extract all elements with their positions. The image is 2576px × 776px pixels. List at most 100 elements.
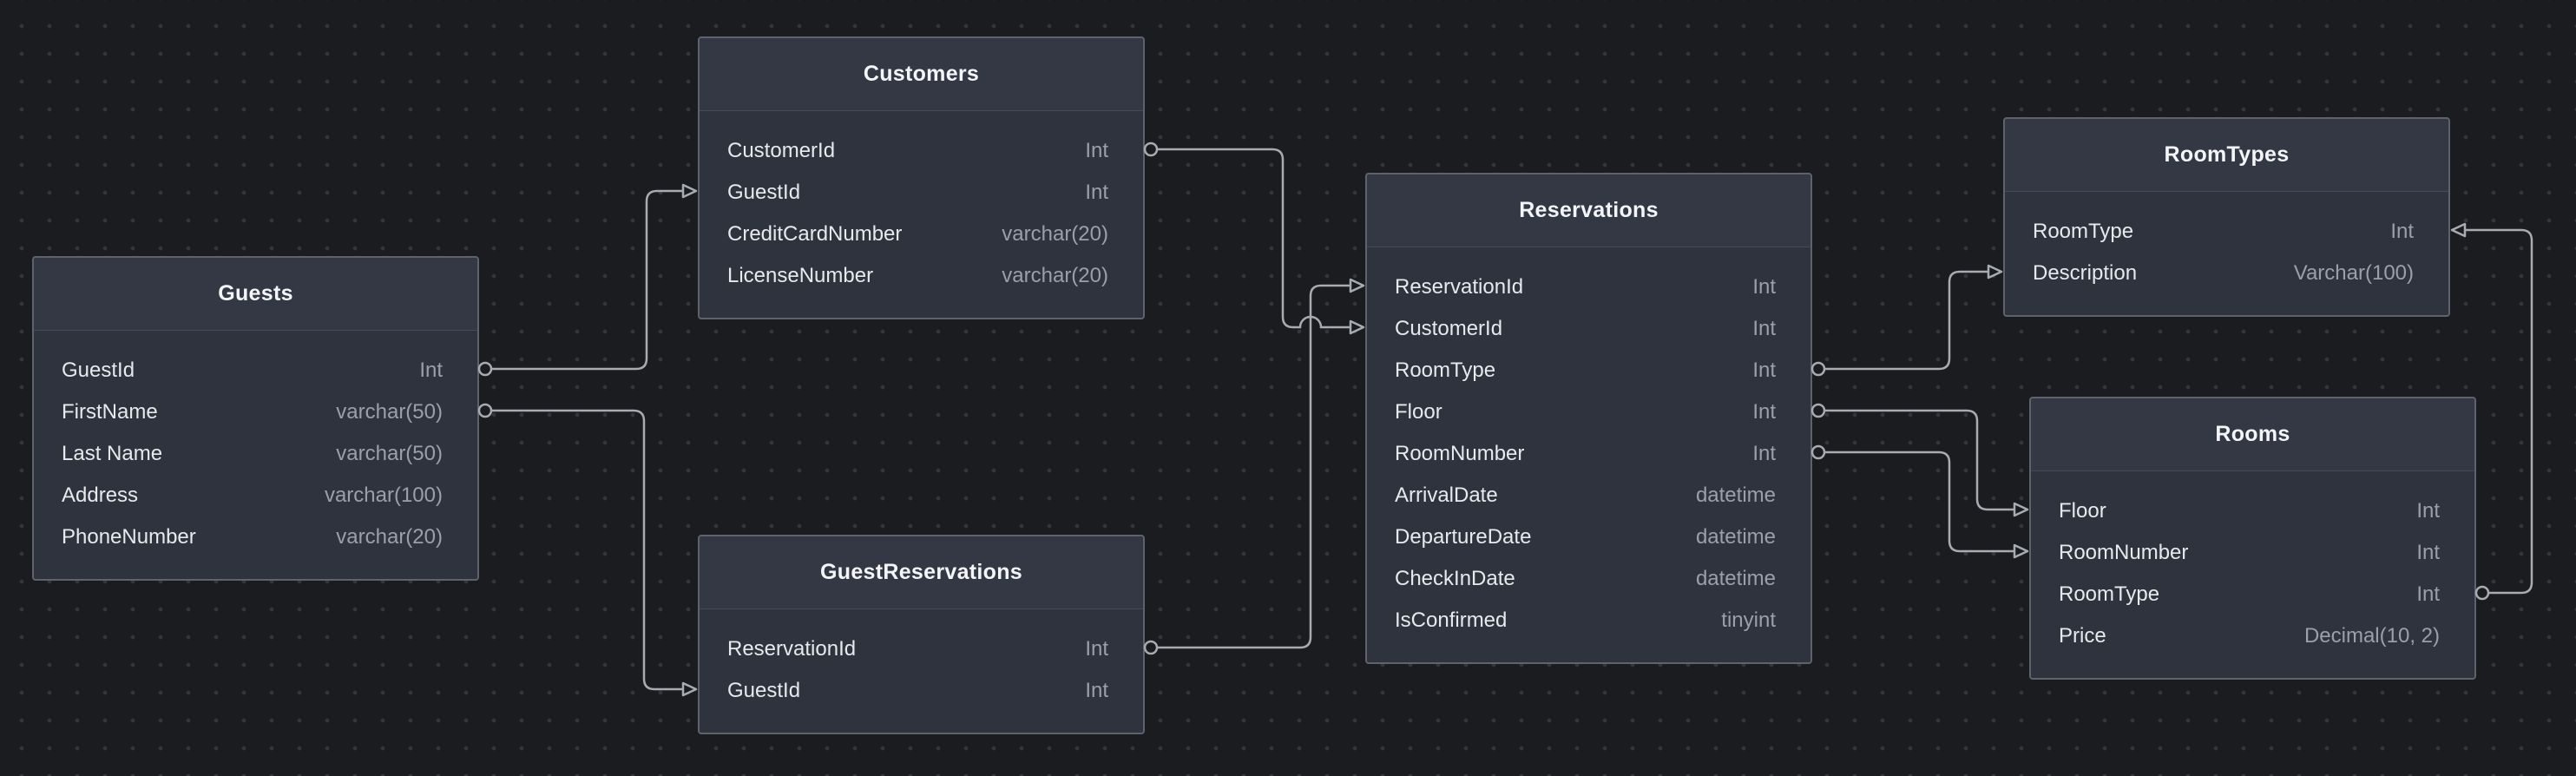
field-row-checkindate[interactable]: CheckInDate datetime [1367, 558, 1810, 600]
relationship-guests-guestreservations[interactable] [477, 403, 698, 697]
field-row-isconfirmed[interactable]: IsConfirmed tinyint [1367, 600, 1810, 641]
field-type: Varchar(100) [2293, 261, 2414, 285]
field-type: datetime [1695, 567, 1776, 590]
relationship-line[interactable] [1157, 148, 1350, 329]
relationship-line[interactable] [1824, 270, 1988, 371]
relationship-reservations-rooms-roomnumber[interactable] [1810, 444, 2029, 559]
field-row-lastname[interactable]: Last Name varchar(50) [34, 433, 477, 475]
field-type: varchar(50) [336, 400, 443, 424]
field-row-roomnumber[interactable]: RoomNumber Int [2031, 532, 2474, 574]
field-row-guestid[interactable]: GuestId Int [700, 172, 1143, 214]
field-name: FirstName [62, 400, 158, 424]
field-name: Address [62, 483, 139, 507]
field-type: Int [1752, 275, 1776, 299]
field-name: RoomType [2033, 220, 2134, 243]
table-rooms-header[interactable]: Rooms [2031, 398, 2474, 471]
table-guestreservations-header[interactable]: GuestReservations [700, 536, 1143, 609]
field-type: Decimal(10, 2) [2303, 624, 2440, 648]
table-guests-header[interactable]: Guests [34, 258, 477, 331]
field-row-licensenumber[interactable]: LicenseNumber varchar(20) [700, 255, 1143, 297]
field-row-roomtype[interactable]: RoomType Int [1367, 350, 1810, 391]
relationship-line[interactable] [1157, 284, 1350, 649]
field-name: CreditCardNumber [727, 222, 903, 246]
field-row-departuredate[interactable]: DepartureDate datetime [1367, 516, 1810, 558]
cardinality-circle [1810, 403, 1826, 418]
relationship-line[interactable] [1824, 450, 2014, 553]
field-type: Int [2416, 582, 2440, 606]
cardinality-circle [477, 361, 493, 377]
table-roomtypes[interactable]: RoomTypes RoomType Int Description Varch… [2003, 117, 2450, 317]
field-row-reservationid[interactable]: ReservationId Int [1367, 266, 1810, 308]
table-customers-header[interactable]: Customers [700, 38, 1143, 111]
cardinality-circle [477, 403, 493, 418]
table-title: Rooms [2215, 422, 2290, 446]
field-row-roomnumber[interactable]: RoomNumber Int [1367, 433, 1810, 475]
field-type: Int [419, 358, 443, 382]
table-title: RoomTypes [2164, 142, 2290, 167]
relationship-reservations-rooms-floor[interactable] [1810, 403, 2029, 517]
field-name: CheckInDate [1395, 567, 1515, 590]
relationship-line[interactable] [1824, 409, 2014, 511]
relationship-reservations-roomtypes[interactable] [1810, 264, 2003, 377]
field-name: GuestId [727, 679, 801, 702]
field-row-floor[interactable]: Floor Int [2031, 490, 2474, 532]
relationship-line[interactable] [491, 189, 683, 371]
field-type: varchar(20) [1002, 264, 1108, 287]
field-type: Int [1752, 317, 1776, 340]
field-row-roomtype[interactable]: RoomType Int [2031, 574, 2474, 615]
field-type: Int [1085, 181, 1108, 204]
relationship-line[interactable] [491, 409, 683, 691]
field-row-address[interactable]: Address varchar(100) [34, 475, 477, 516]
table-reservations-fields: ReservationId Int CustomerId Int RoomTyp… [1367, 247, 1810, 662]
arrowhead-icon [1349, 278, 1365, 293]
field-row-customerid[interactable]: CustomerId Int [1367, 308, 1810, 350]
arrowhead-icon [2450, 222, 2467, 238]
field-row-arrivaldate[interactable]: ArrivalDate datetime [1367, 475, 1810, 516]
field-row-description[interactable]: Description Varchar(100) [2005, 253, 2448, 294]
field-type: Int [1085, 139, 1108, 162]
table-reservations-header[interactable]: Reservations [1367, 174, 1810, 247]
relationship-customers-reservations[interactable] [1143, 141, 1365, 335]
field-type: Int [2390, 220, 2414, 243]
field-row-customerid[interactable]: CustomerId Int [700, 130, 1143, 172]
field-name: LicenseNumber [727, 264, 874, 287]
arrowhead-icon [1349, 319, 1365, 335]
table-customers-fields: CustomerId Int GuestId Int CreditCardNum… [700, 111, 1143, 318]
field-name: IsConfirmed [1395, 608, 1508, 632]
field-name: ArrivalDate [1395, 483, 1498, 507]
cardinality-circle [1810, 361, 1826, 377]
field-type: datetime [1695, 483, 1776, 507]
arrowhead-icon [681, 681, 698, 697]
field-row-firstname[interactable]: FirstName varchar(50) [34, 391, 477, 433]
field-name: RoomNumber [1395, 442, 1525, 465]
field-name: Description [2033, 261, 2138, 285]
table-roomtypes-header[interactable]: RoomTypes [2005, 119, 2448, 192]
field-row-guestid[interactable]: GuestId Int [34, 350, 477, 391]
table-customers[interactable]: Customers CustomerId Int GuestId Int Cre… [698, 36, 1145, 319]
table-guestreservations[interactable]: GuestReservations ReservationId Int Gues… [698, 535, 1145, 734]
field-type: Int [2416, 541, 2440, 564]
field-name: RoomType [1395, 358, 1496, 382]
field-type: varchar(50) [336, 442, 443, 465]
field-row-creditcardnumber[interactable]: CreditCardNumber varchar(20) [700, 214, 1143, 255]
field-row-phonenumber[interactable]: PhoneNumber varchar(20) [34, 516, 477, 558]
field-row-price[interactable]: Price Decimal(10, 2) [2031, 615, 2474, 657]
relationship-guests-customers[interactable] [477, 183, 698, 377]
field-type: tinyint [1721, 608, 1776, 632]
table-title: Reservations [1519, 198, 1659, 222]
field-name: RoomType [2059, 582, 2160, 606]
cardinality-circle [1143, 141, 1159, 157]
relationship-guestreservations-reservations[interactable] [1143, 278, 1365, 655]
field-name: Floor [2059, 499, 2106, 523]
field-row-reservationid[interactable]: ReservationId Int [700, 628, 1143, 670]
table-reservations[interactable]: Reservations ReservationId Int CustomerI… [1365, 173, 1812, 664]
field-row-floor[interactable]: Floor Int [1367, 391, 1810, 433]
field-type: Int [1752, 442, 1776, 465]
table-rooms[interactable]: Rooms Floor Int RoomNumber Int RoomType … [2029, 397, 2476, 680]
table-guests[interactable]: Guests GuestId Int FirstName varchar(50)… [32, 256, 479, 581]
field-row-guestid[interactable]: GuestId Int [700, 670, 1143, 712]
field-row-roomtype[interactable]: RoomType Int [2005, 211, 2448, 253]
field-type: Int [2416, 499, 2440, 523]
field-name: GuestId [727, 181, 801, 204]
